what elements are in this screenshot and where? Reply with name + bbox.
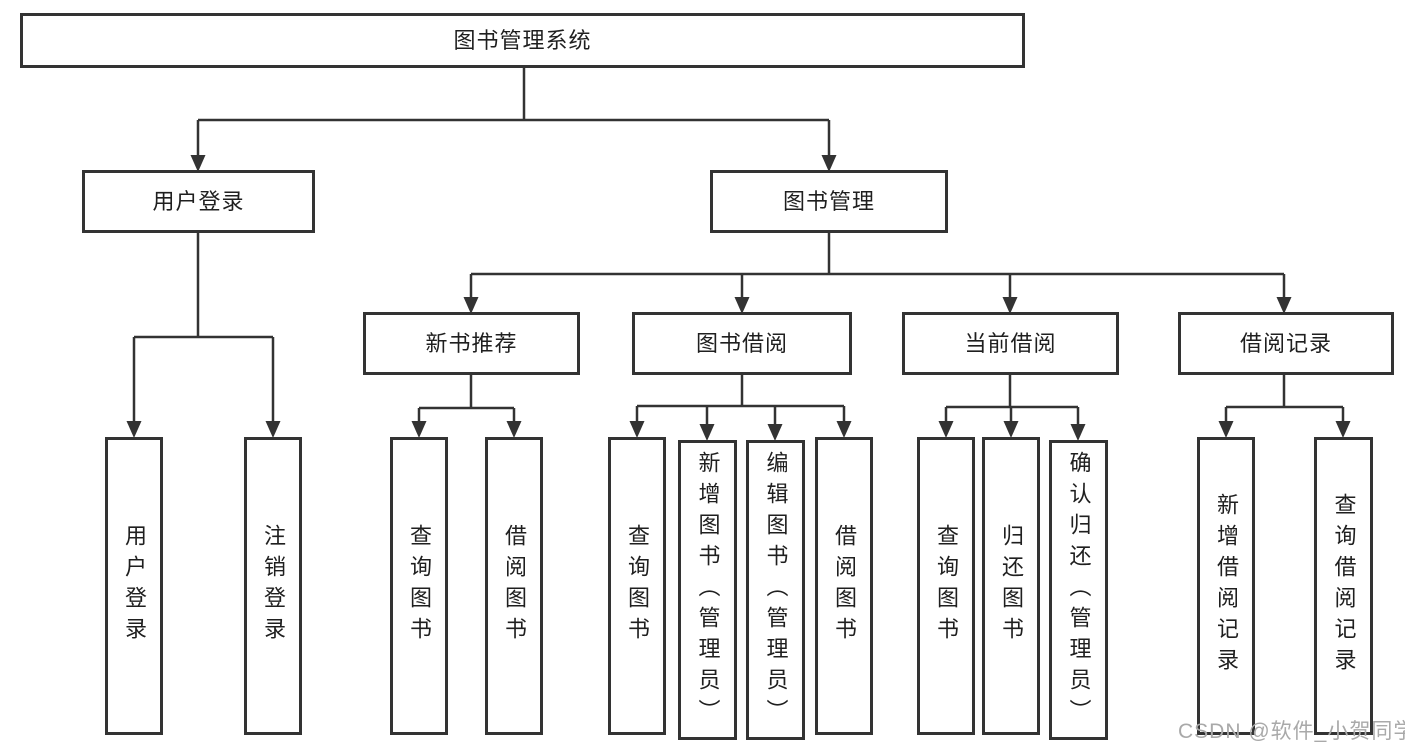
leaf-borrow-books-borrowing: 借阅图书	[815, 437, 873, 735]
leaf-add-borrow-record: 新增借阅记录	[1197, 437, 1255, 735]
connector-current-borrow-children	[944, 375, 1080, 427]
node-library-system: 图书管理系统	[20, 13, 1025, 68]
leaf-user-login: 用户登录	[105, 437, 163, 735]
leaf-query-books-borrowing: 查询图书	[608, 437, 666, 735]
node-book-management: 图书管理	[710, 170, 948, 233]
node-current-borrowing: 当前借阅	[902, 312, 1119, 375]
leaf-edit-book-admin: 编辑图书（管理员）	[746, 440, 805, 740]
leaf-confirm-return-admin: 确认归还（管理员）	[1049, 440, 1108, 740]
connector-root-to-level1	[196, 68, 831, 158]
watermark: CSDN @软件_小贺同学	[1178, 720, 1405, 743]
node-borrowing-records: 借阅记录	[1178, 312, 1394, 375]
arrowheads-level2	[463, 297, 1292, 314]
arrowheads-user-login-children	[126, 421, 281, 438]
leaf-logout: 注销登录	[244, 437, 302, 735]
node-book-borrowing: 图书借阅	[632, 312, 852, 375]
node-new-book-recommendation: 新书推荐	[363, 312, 580, 375]
connector-user-login-children	[132, 233, 275, 424]
connector-new-book-children	[417, 375, 516, 424]
connector-book-borrow-children	[635, 375, 846, 427]
arrowheads-borrow-record-children	[1218, 421, 1351, 438]
leaf-add-book-admin: 新增图书（管理员）	[678, 440, 737, 740]
leaf-return-books: 归还图书	[982, 437, 1040, 735]
node-user-login: 用户登录	[82, 170, 315, 233]
leaf-query-borrow-record: 查询借阅记录	[1314, 437, 1373, 735]
connector-borrow-record-children	[1224, 375, 1345, 424]
connector-book-mgmt-to-level2	[469, 233, 1286, 299]
leaf-query-books-recommend: 查询图书	[390, 437, 448, 735]
leaf-query-books-current: 查询图书	[917, 437, 975, 735]
arrowheads-new-book-children	[411, 421, 522, 438]
leaf-borrow-books-recommend: 借阅图书	[485, 437, 543, 735]
